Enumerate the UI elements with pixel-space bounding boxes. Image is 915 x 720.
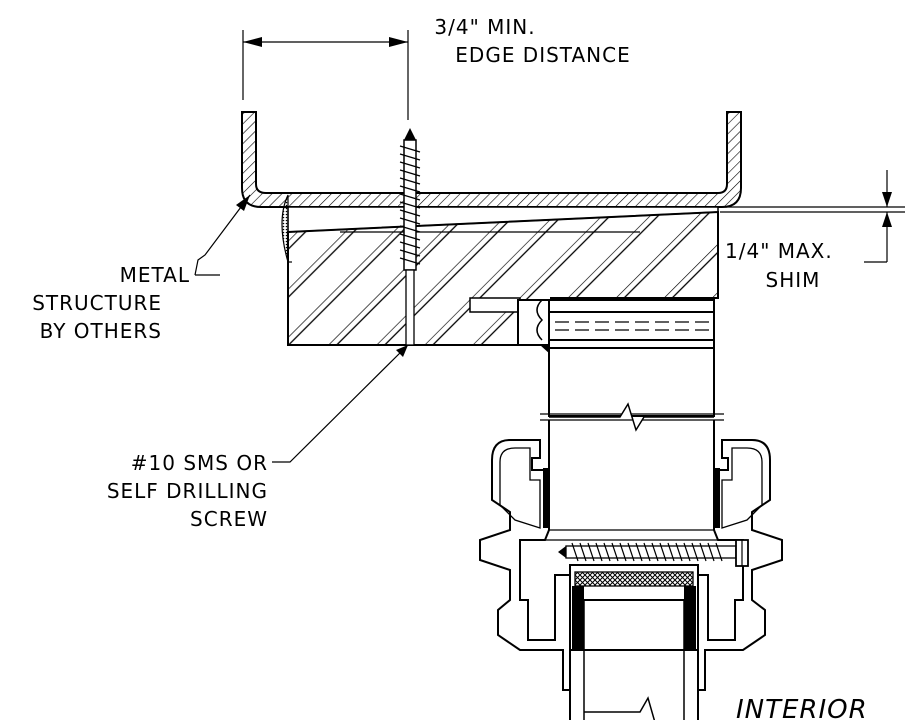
metal-structure-label-line1: METAL <box>120 263 190 287</box>
interior-label: INTERIOR <box>736 695 868 720</box>
glass-unit-upper <box>548 299 715 417</box>
glazing-stop <box>517 299 552 355</box>
shim-label-line2: SHIM <box>766 268 821 292</box>
glass-unit-lower <box>548 420 715 530</box>
head-receptor-block <box>287 210 719 346</box>
metal-structure-channel <box>241 111 742 208</box>
edge-distance-dimension <box>242 30 409 120</box>
lower-glazing-channel <box>569 564 699 651</box>
edge-distance-label-line2: EDGE DISTANCE <box>455 43 630 67</box>
screw-label-line3: SCREW <box>190 507 268 531</box>
anchor-screw <box>399 128 421 346</box>
edge-distance-label-line1: 3/4" MIN. <box>434 15 535 39</box>
screw-leader <box>272 344 409 463</box>
screw-label-line1: #10 SMS OR <box>131 451 268 475</box>
break-line-upper <box>540 402 724 432</box>
shim-dimension <box>720 170 905 263</box>
metal-structure-label-line3: BY OTHERS <box>40 319 162 343</box>
metal-structure-label-line2: STRUCTURE <box>32 291 162 315</box>
shim-label-line1: 1/4" MAX. <box>725 239 833 263</box>
sill-screw <box>558 539 749 567</box>
break-line-lower <box>569 600 699 720</box>
screw-label-line2: SELF DRILLING <box>107 479 268 503</box>
metal-structure-leader <box>194 194 251 276</box>
